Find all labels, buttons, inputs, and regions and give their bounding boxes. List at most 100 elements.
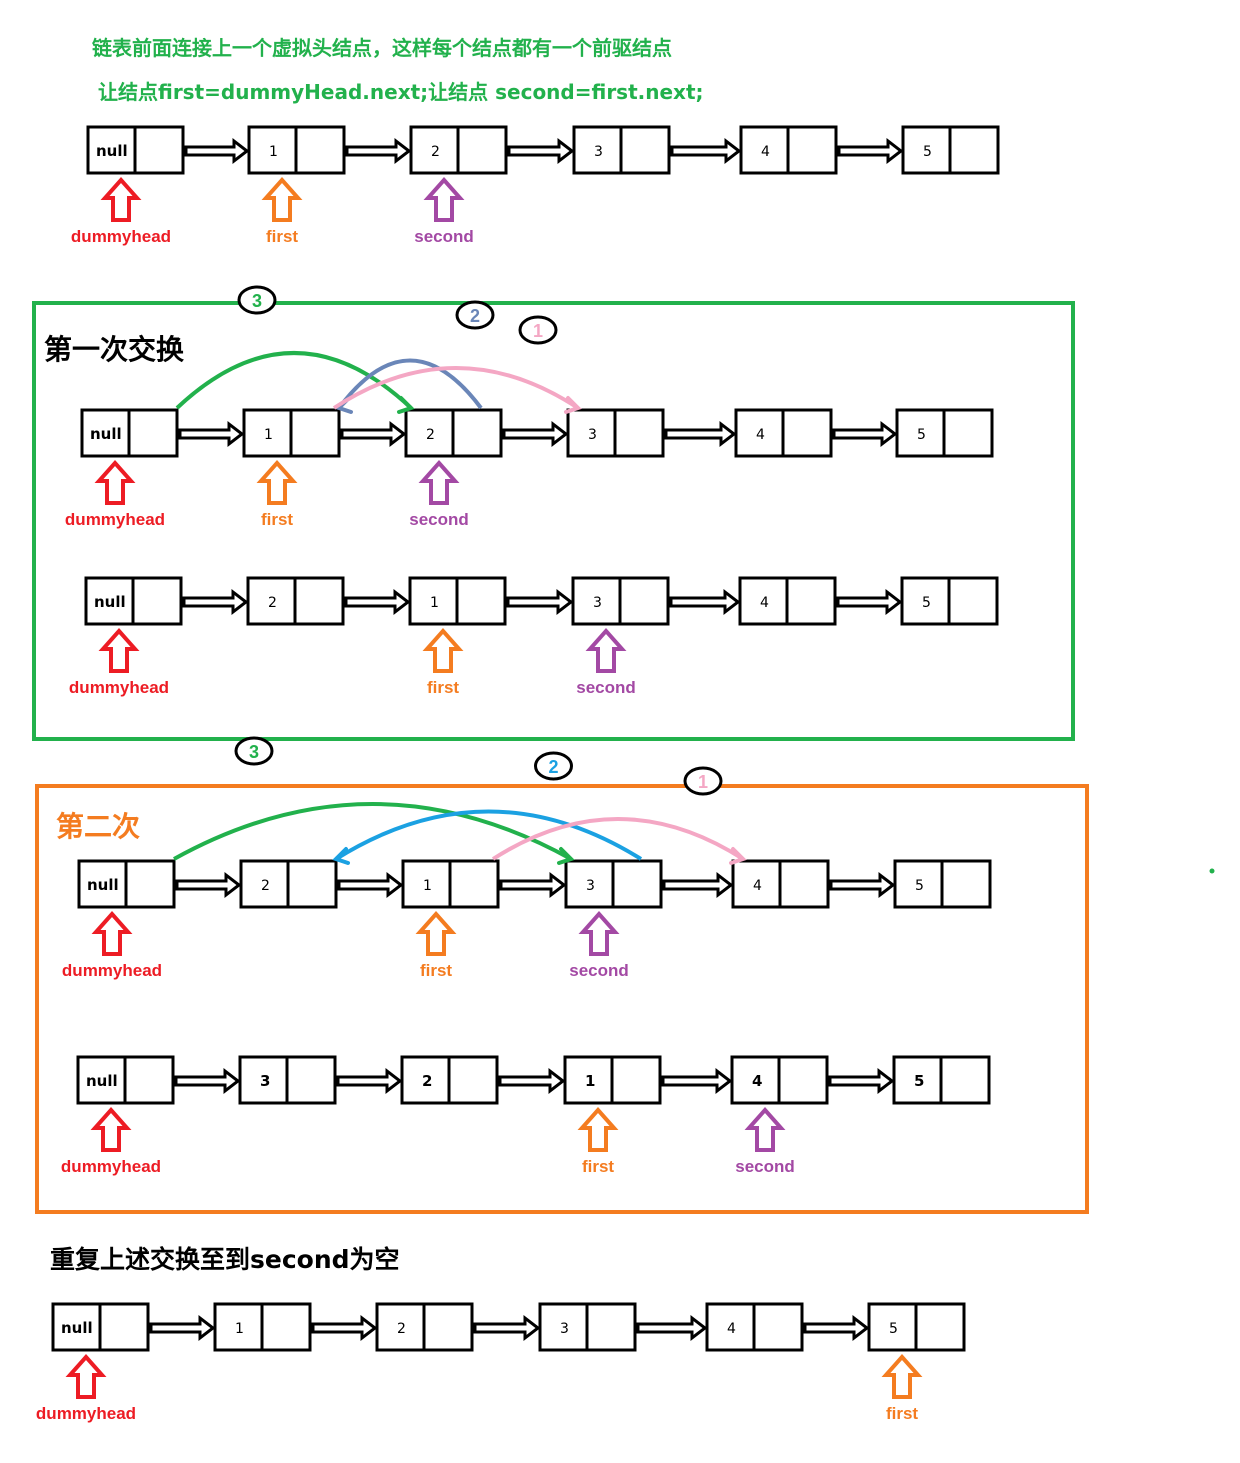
first-label: first [582, 1157, 614, 1176]
next-arrow [174, 1067, 241, 1095]
next-arrow [502, 420, 569, 448]
node-value: 5 [889, 1321, 898, 1337]
list-node: null [80, 408, 179, 458]
step-3-curve [173, 802, 572, 861]
step-1-arrowhead [564, 396, 582, 414]
step-1-arrowhead [729, 847, 747, 865]
next-arrow [344, 588, 411, 616]
next-arrow [507, 137, 575, 165]
second-swap-title: 第二次 [56, 810, 141, 843]
first-pointer-arrow [577, 1106, 619, 1152]
next-arrow [498, 1067, 566, 1095]
next-arrow [340, 420, 407, 448]
list-node: 3 [238, 1055, 337, 1105]
list-node: null [86, 125, 185, 175]
list-node: 2 [404, 408, 503, 458]
node-value: 3 [593, 595, 602, 611]
node-value: 1 [430, 595, 439, 611]
step-1-number: 1 [533, 321, 543, 341]
second-pointer-arrow [578, 910, 620, 956]
step-2-number: 2 [470, 306, 480, 326]
header-line-1: 链表前面连接上一个虚拟头结点，这样每个结点都有一个前驱结点 [92, 36, 672, 60]
next-arrow [832, 420, 898, 448]
next-arrow [506, 588, 574, 616]
node-null-label: null [86, 1072, 118, 1090]
second-label: second [735, 1157, 795, 1176]
header-line-2: 让结点first=dummyHead.next;让结点 second=first… [98, 80, 704, 104]
node-value: 1 [235, 1321, 244, 1337]
node-value: 4 [760, 595, 769, 611]
repeat-title: 重复上述交换至到second为空 [50, 1245, 400, 1274]
first-swap-title: 第一次交换 [44, 333, 185, 366]
step-2-badge [455, 300, 495, 330]
node-null-label: null [87, 876, 119, 894]
dummyhead-pointer-arrow [65, 1353, 107, 1399]
node-value: 1 [423, 878, 432, 894]
step-3-number: 3 [252, 291, 262, 311]
node-value: 2 [268, 595, 277, 611]
list-node: 5 [867, 1302, 966, 1352]
node-value: 4 [753, 878, 762, 894]
node-value: 5 [914, 1072, 924, 1090]
second-pointer-arrow [744, 1106, 786, 1152]
list-node: 3 [566, 408, 665, 458]
second-label: second [414, 227, 474, 246]
step-3-badge [234, 736, 274, 766]
dummyhead-pointer-arrow [100, 176, 142, 222]
first-label: first [886, 1404, 918, 1423]
list-node: 4 [738, 576, 837, 626]
next-arrow [149, 1314, 216, 1342]
dummyhead-label: dummyhead [71, 227, 171, 246]
dummyhead-label: dummyhead [61, 1157, 161, 1176]
list-node: 1 [408, 576, 507, 626]
next-arrow [662, 871, 734, 899]
step-1-badge [683, 766, 723, 796]
node-value: 3 [586, 878, 595, 894]
node-value: 1 [264, 427, 273, 443]
list-node: 3 [572, 125, 671, 175]
list-node: 4 [731, 859, 830, 909]
second-label: second [569, 961, 629, 980]
node-null-label: null [90, 425, 122, 443]
next-arrow [178, 420, 245, 448]
next-arrow [664, 420, 737, 448]
node-value: 2 [397, 1321, 406, 1337]
next-arrow [828, 1067, 895, 1095]
node-value: 2 [431, 144, 440, 160]
stray-dot [1209, 868, 1215, 874]
second-swap-frame [35, 784, 1089, 1214]
step-3-arrowhead [557, 847, 575, 865]
first-pointer-arrow [422, 627, 464, 673]
list-node: 5 [901, 125, 1000, 175]
list-node: 4 [734, 408, 833, 458]
next-arrow [661, 1067, 733, 1095]
list-node: null [51, 1302, 150, 1352]
node-value: 3 [588, 427, 597, 443]
list-node: 5 [900, 576, 999, 626]
list-node: 2 [239, 859, 338, 909]
list-row: null 2 1 3 4 5 [77, 859, 992, 909]
dummyhead-pointer-arrow [91, 910, 133, 956]
node-value: 2 [422, 1072, 432, 1090]
node-value: 5 [917, 427, 926, 443]
step-1-number: 1 [698, 772, 708, 792]
next-arrow [345, 137, 412, 165]
next-arrow [670, 137, 742, 165]
dummyhead-pointer-arrow [90, 1106, 132, 1152]
second-pointer-arrow [418, 459, 460, 505]
dummyhead-label: dummyhead [62, 961, 162, 980]
next-arrow [175, 871, 242, 899]
next-arrow [473, 1314, 541, 1342]
list-node: 5 [893, 859, 992, 909]
node-value: 5 [923, 144, 932, 160]
list-node: 5 [892, 1055, 991, 1105]
node-value: 5 [915, 878, 924, 894]
step-3-number: 3 [249, 742, 259, 762]
list-row: null 1 2 3 4 5 [80, 408, 994, 458]
list-node: 2 [246, 576, 345, 626]
next-arrow [837, 137, 904, 165]
next-arrow [499, 871, 567, 899]
node-value: 1 [585, 1072, 595, 1090]
next-arrow [184, 137, 250, 165]
